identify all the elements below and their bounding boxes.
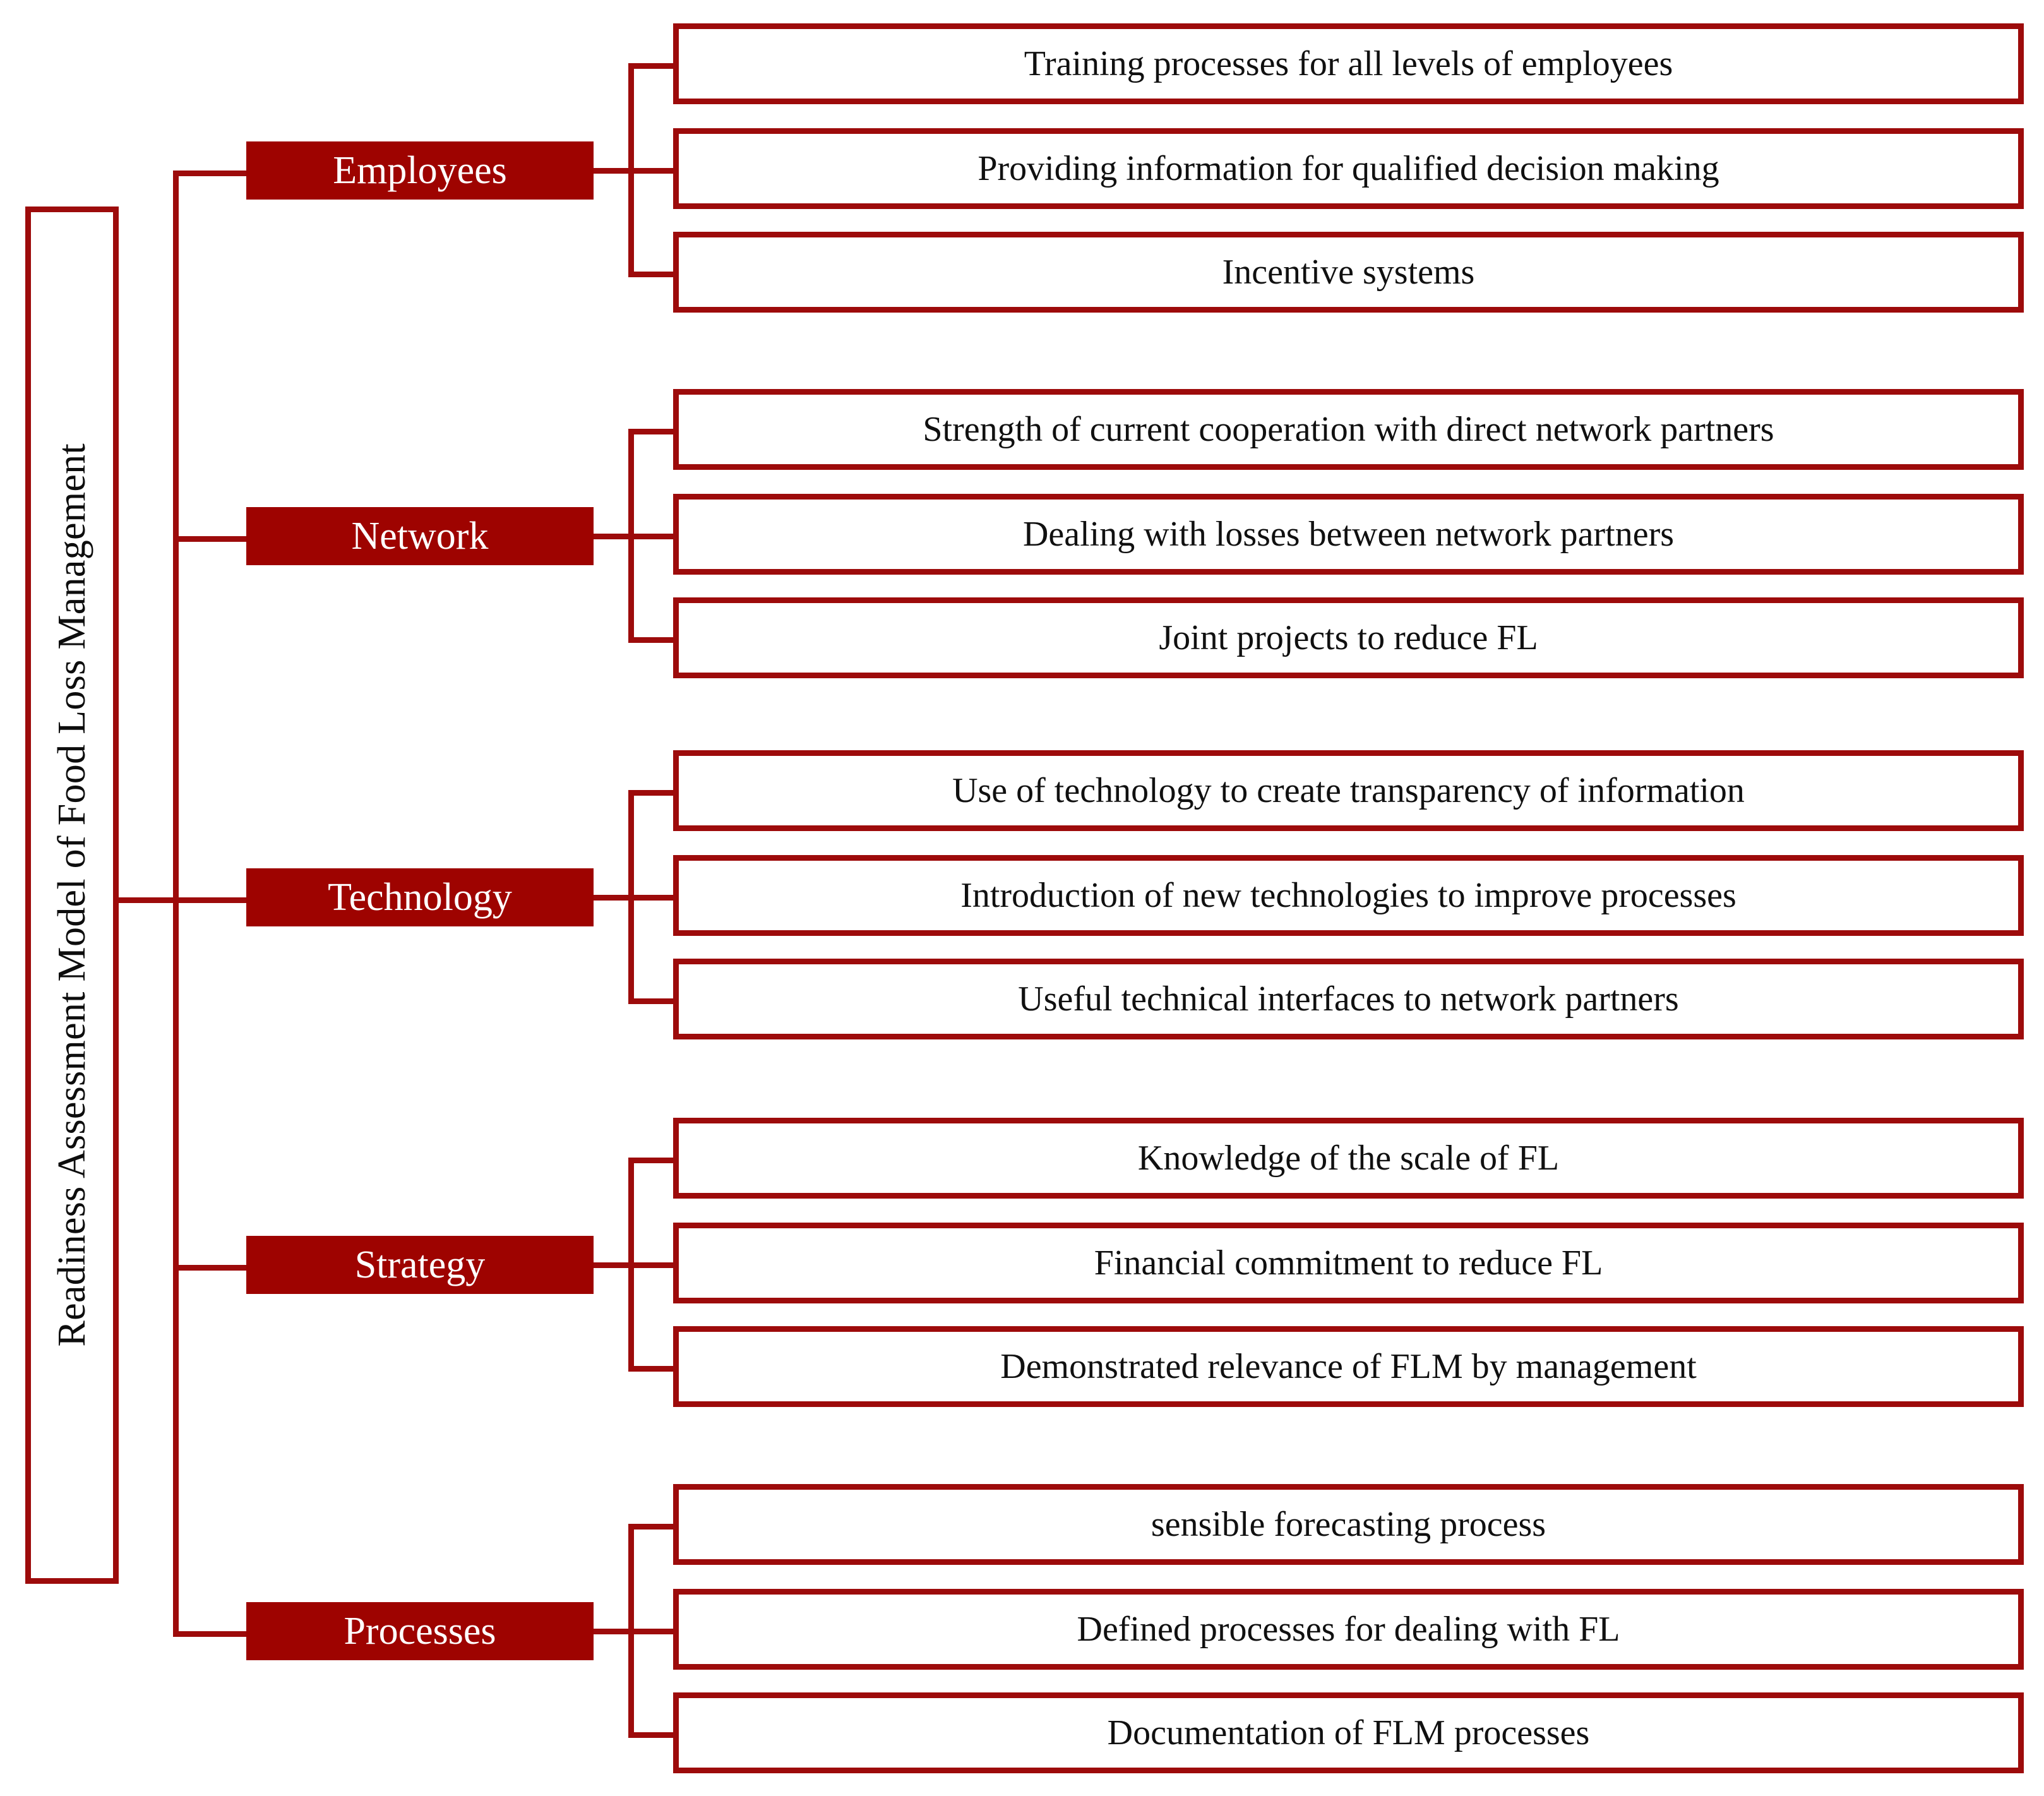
leaf-node-employees-2[interactable]: Providing information for qualified deci… — [673, 128, 2024, 209]
connector-stub-strategy-3 — [628, 1366, 676, 1372]
leaf-label: Knowledge of the scale of FL — [1137, 1139, 1560, 1178]
leaf-label: Dealing with losses between network part… — [1022, 515, 1675, 554]
connector-stub-processes-2 — [628, 1629, 676, 1634]
leaf-node-processes-1[interactable]: sensible forecasting process — [673, 1484, 2024, 1565]
category-label: Employees — [333, 149, 507, 192]
category-node-processes[interactable]: Processes — [246, 1602, 594, 1660]
category-label: Processes — [344, 1610, 496, 1653]
connector-stub-technology-3 — [628, 998, 676, 1004]
leaf-node-technology-1[interactable]: Use of technology to create transparency… — [673, 750, 2024, 831]
connector-trunk-to-employees — [173, 171, 249, 176]
leaf-node-employees-1[interactable]: Training processes for all levels of emp… — [673, 23, 2024, 104]
connector-stub-employees-1 — [628, 63, 676, 69]
leaf-node-employees-3[interactable]: Incentive systems — [673, 232, 2024, 313]
connector-stub-technology-2 — [628, 895, 676, 901]
category-node-employees[interactable]: Employees — [246, 141, 594, 200]
leaf-label: Incentive systems — [1222, 253, 1475, 292]
leaf-label: Training processes for all levels of emp… — [1024, 44, 1673, 83]
leaf-node-network-1[interactable]: Strength of current cooperation with dir… — [673, 389, 2024, 470]
category-label: Network — [351, 515, 489, 558]
connector-stub-processes-3 — [628, 1732, 676, 1738]
leaf-label: Use of technology to create transparency… — [952, 771, 1745, 810]
connector-trunk-to-processes — [173, 1631, 249, 1637]
connector-stub-employees-3 — [628, 272, 676, 277]
connector-main-trunk — [173, 171, 179, 1637]
root-node-label: Readiness Assessment Model of Food Loss … — [51, 443, 93, 1347]
leaf-label: Financial commitment to reduce FL — [1094, 1243, 1603, 1283]
leaf-label: Strength of current cooperation with dir… — [923, 410, 1774, 449]
connector-employees-out — [594, 168, 633, 174]
leaf-label: Documentation of FLM processes — [1107, 1713, 1590, 1752]
leaf-label: Useful technical interfaces to network p… — [1018, 979, 1679, 1019]
leaf-node-processes-3[interactable]: Documentation of FLM processes — [673, 1692, 2024, 1773]
connector-strategy-out — [594, 1262, 633, 1268]
category-node-strategy[interactable]: Strategy — [246, 1236, 594, 1294]
connector-stub-strategy-1 — [628, 1158, 676, 1163]
connector-stub-strategy-2 — [628, 1262, 676, 1268]
connector-stub-network-3 — [628, 637, 676, 643]
leaf-node-network-2[interactable]: Dealing with losses between network part… — [673, 494, 2024, 575]
leaf-node-technology-2[interactable]: Introduction of new technologies to impr… — [673, 855, 2024, 936]
leaf-node-strategy-1[interactable]: Knowledge of the scale of FL — [673, 1118, 2024, 1199]
category-label: Technology — [328, 876, 512, 919]
leaf-node-processes-2[interactable]: Defined processes for dealing with FL — [673, 1589, 2024, 1670]
leaf-label: Joint projects to reduce FL — [1159, 618, 1538, 657]
leaf-node-technology-3[interactable]: Useful technical interfaces to network p… — [673, 959, 2024, 1039]
connector-stub-processes-1 — [628, 1524, 676, 1530]
category-node-network[interactable]: Network — [246, 507, 594, 565]
leaf-node-network-3[interactable]: Joint projects to reduce FL — [673, 597, 2024, 678]
root-node: Readiness Assessment Model of Food Loss … — [25, 207, 119, 1584]
leaf-node-strategy-3[interactable]: Demonstrated relevance of FLM by managem… — [673, 1326, 2024, 1407]
leaf-label: sensible forecasting process — [1150, 1505, 1546, 1544]
connector-trunk-to-technology — [173, 897, 249, 903]
leaf-label: Demonstrated relevance of FLM by managem… — [1000, 1347, 1697, 1386]
connector-root-to-trunk — [119, 897, 179, 903]
category-node-technology[interactable]: Technology — [246, 868, 594, 926]
leaf-node-strategy-2[interactable]: Financial commitment to reduce FL — [673, 1223, 2024, 1303]
connector-stub-network-1 — [628, 429, 676, 434]
connector-network-out — [594, 534, 633, 539]
leaf-label: Defined processes for dealing with FL — [1077, 1610, 1620, 1649]
leaf-label: Introduction of new technologies to impr… — [960, 876, 1736, 915]
connector-trunk-to-network — [173, 536, 249, 542]
leaf-label: Providing information for qualified deci… — [977, 149, 1719, 188]
connector-stub-network-2 — [628, 534, 676, 539]
connector-trunk-to-strategy — [173, 1265, 249, 1271]
connector-technology-out — [594, 895, 633, 901]
category-label: Strategy — [354, 1243, 486, 1286]
connector-stub-employees-2 — [628, 168, 676, 174]
connector-stub-technology-1 — [628, 790, 676, 796]
connector-processes-out — [594, 1629, 633, 1634]
